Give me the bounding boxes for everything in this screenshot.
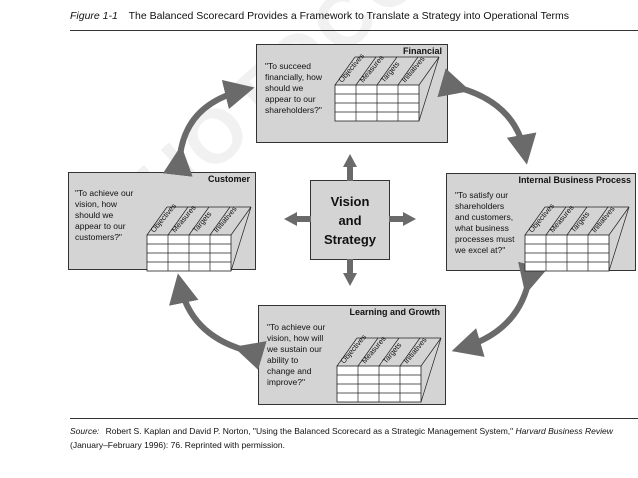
grid-header-divider: [566, 206, 588, 236]
grid-header-divider: [608, 206, 630, 236]
grid-header-divider: [418, 56, 440, 86]
curved-arrow-customer-financial: [162, 79, 255, 177]
panel-customer-question: "To achieve our vision, how should we ap…: [75, 188, 134, 242]
grid-header-divider: [378, 337, 400, 367]
center-line-1: Vision: [330, 194, 370, 209]
panel-financial-title: Financial: [402, 46, 442, 56]
grid-header-divider: [230, 206, 252, 236]
grid-header-divider: [587, 206, 609, 236]
grid-header-divider: [355, 56, 377, 86]
grid-header-divider: [420, 337, 442, 367]
curved-arrow-financial-internal: [437, 68, 537, 165]
grid-side-edge: [608, 206, 630, 272]
arrow-left: [284, 212, 311, 226]
grid-header-divider: [397, 56, 419, 86]
grid-header-divider: [334, 56, 356, 86]
grid-header-divider: [188, 206, 210, 236]
arrow-right: [389, 212, 416, 226]
grid-side-edge: [420, 337, 442, 403]
panel-learning-title: Learning and Growth: [349, 307, 440, 317]
arrow-down: [343, 259, 357, 286]
panel-internal-question: "To satisfy our shareholders and custome…: [455, 190, 515, 255]
curved-arrow-learning-customer: [169, 273, 267, 370]
source-text-before: Robert S. Kaplan and David P. Norton, "U…: [105, 426, 514, 436]
grid-header-divider: [524, 206, 546, 236]
center-line-3: Strategy: [323, 232, 377, 247]
arrow-up: [343, 154, 357, 181]
bottom-rule: [70, 418, 638, 419]
grid-header-divider: [376, 56, 398, 86]
grid-side-edge: [230, 206, 252, 272]
source-note: Source: Robert S. Kaplan and David P. No…: [70, 424, 638, 452]
grid-side-edge: [418, 56, 440, 122]
grid-header-divider: [399, 337, 421, 367]
grid-header-divider: [545, 206, 567, 236]
panel-learning-question: "To achieve our vision, how will we sust…: [267, 322, 326, 387]
curved-arrow-internal-learning: [451, 261, 548, 357]
grid-header-divider: [146, 206, 168, 236]
center-line-2: and: [338, 213, 362, 228]
source-journal: Harvard Business Review: [515, 426, 613, 436]
grid-header-divider: [167, 206, 189, 236]
vision-and-strategy-box: Vision and Strategy: [310, 180, 390, 260]
source-text-after: (January–February 1996): 76. Reprinted w…: [70, 440, 285, 450]
grid-header-divider: [336, 337, 358, 367]
panel-financial-question: "To succeed financially, how should we a…: [265, 61, 323, 115]
panel-customer-title: Customer: [207, 174, 250, 184]
grid-header-divider: [357, 337, 379, 367]
panel-internal-title: Internal Business Process: [518, 175, 631, 185]
top-rule: [70, 30, 638, 31]
figure-caption: Figure 1-1 The Balanced Scorecard Provid…: [70, 10, 569, 22]
figure-label: Figure 1-1: [70, 10, 118, 22]
grid-header-divider: [209, 206, 231, 236]
source-label: Source:: [70, 426, 100, 436]
figure-title: The Balanced Scorecard Provides a Framew…: [128, 10, 570, 22]
